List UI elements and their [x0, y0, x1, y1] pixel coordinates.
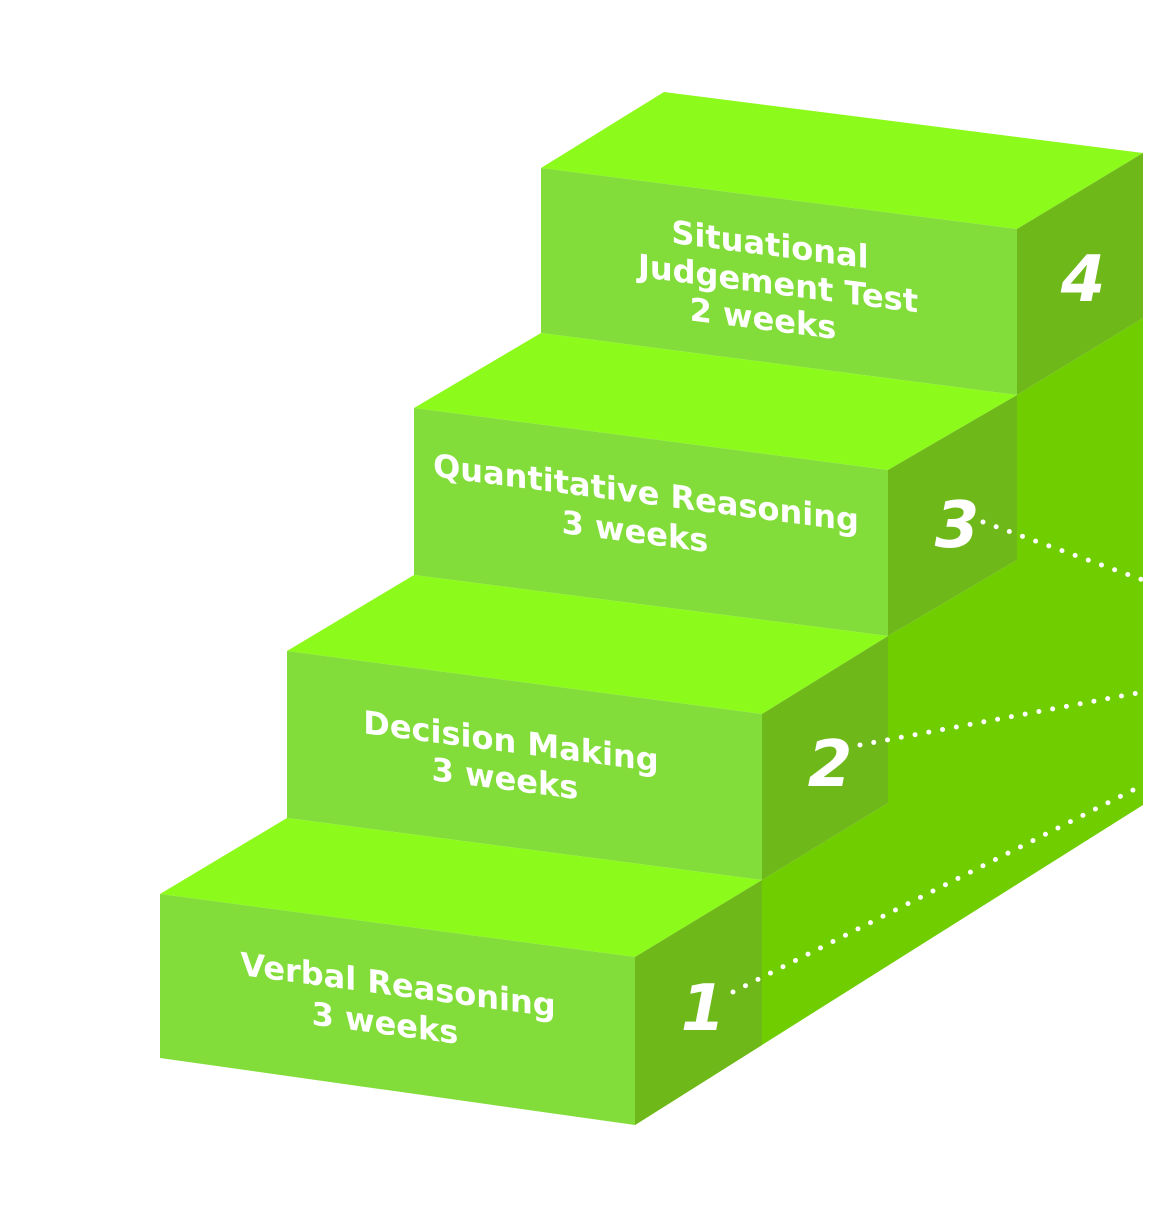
step-4-number: 4 — [1060, 243, 1106, 317]
step-1: Verbal Reasoning 3 weeks 1 — [160, 818, 762, 1125]
dotted-connector-3 — [980, 519, 1146, 583]
step-3-side-face — [888, 395, 1017, 636]
step-3: Quantitative Reasoning 3 weeks 3 — [414, 333, 1017, 636]
step-4-front-face — [541, 168, 1017, 395]
step-1-number: 1 — [681, 972, 726, 1046]
step-3-top-face — [414, 333, 1017, 470]
dotted-connector-2 — [857, 689, 1146, 748]
step-2-top-face — [287, 575, 888, 714]
step-1-side-face — [635, 880, 762, 1125]
step-4-top-face — [541, 92, 1143, 229]
step-1-top-face — [160, 818, 762, 957]
step-2-side-face — [762, 636, 888, 880]
step-2: Decision Making 3 weeks 2 — [287, 575, 888, 880]
step-2-front-face — [287, 651, 762, 880]
step-4-side-face — [1017, 153, 1143, 395]
step-3-front-face — [414, 408, 888, 636]
step-3-number: 3 — [935, 489, 980, 563]
step-2-number: 2 — [808, 728, 853, 802]
step-4: Situational Judgement Test 2 weeks 4 — [541, 92, 1143, 395]
step-1-front-face — [160, 894, 635, 1125]
